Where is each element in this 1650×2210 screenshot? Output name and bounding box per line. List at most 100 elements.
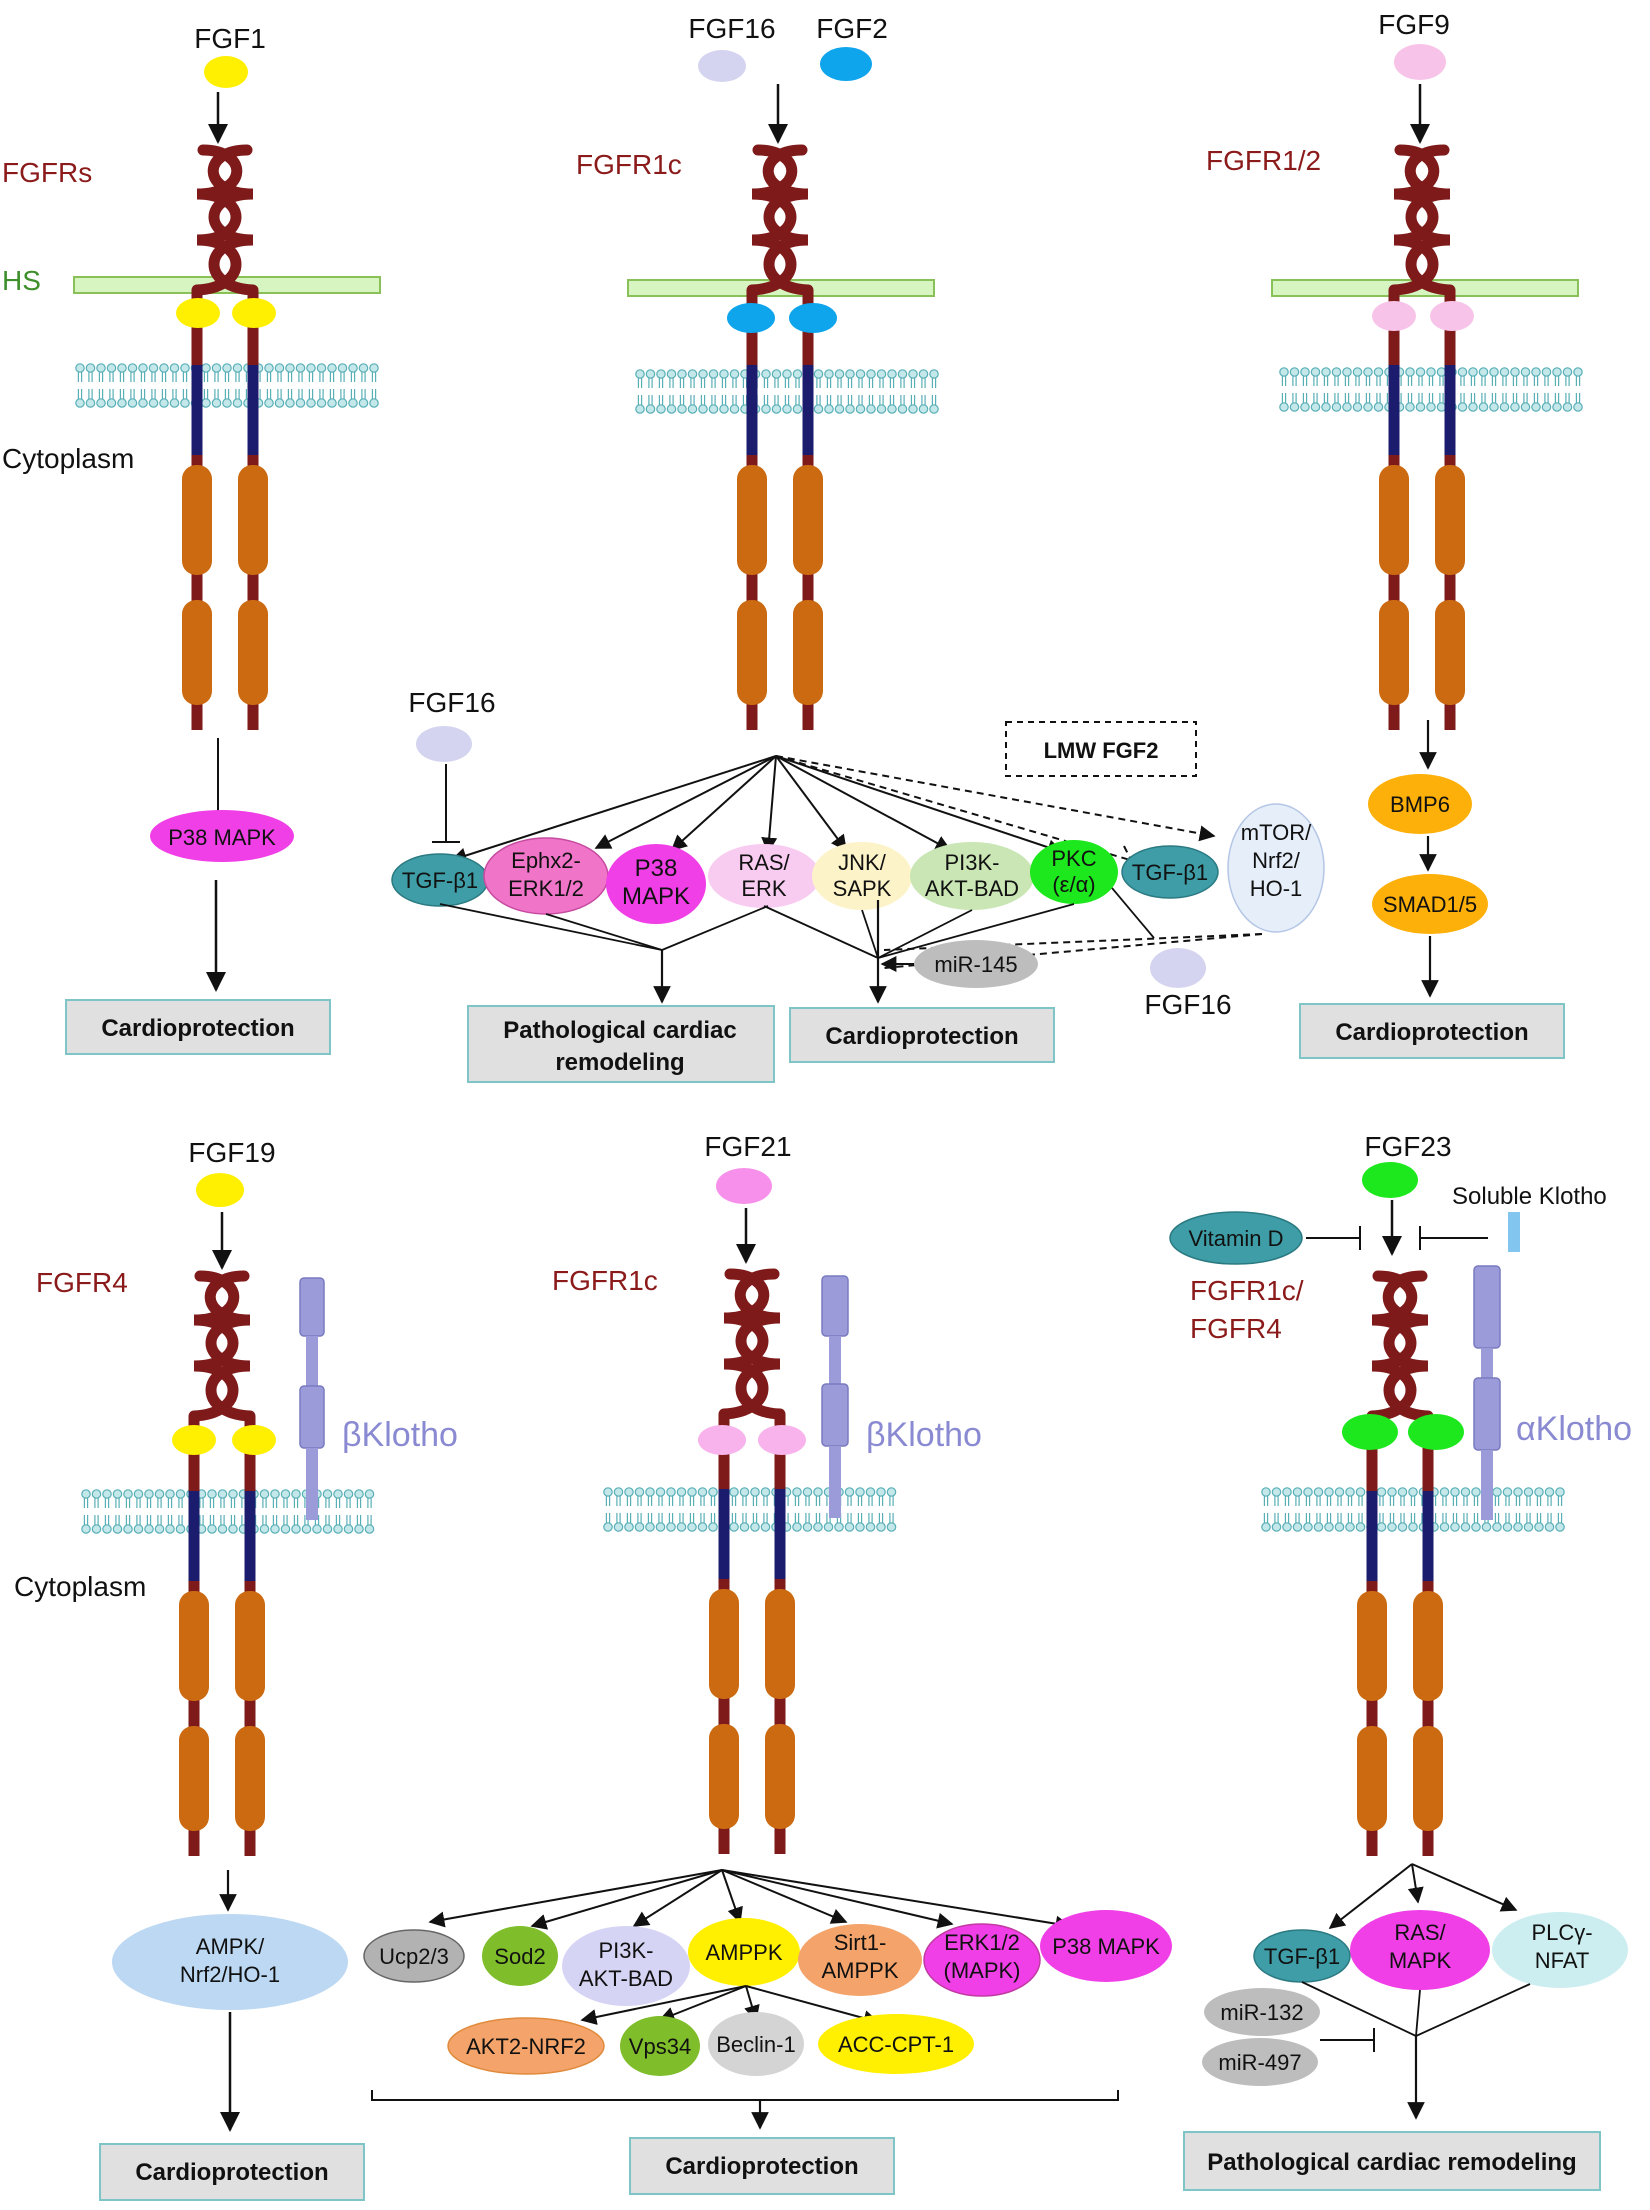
lipid-molecule	[792, 1487, 802, 1532]
node-ucp2-3	[363, 1929, 465, 1983]
ligand-fgf23-label: FGF23	[1364, 1131, 1451, 1162]
node-ampk-line2: Nrf2/HO-1	[180, 1962, 280, 1987]
fgfr-dimer	[182, 144, 268, 730]
signal-fan	[450, 755, 1064, 864]
receptor-ig-domains	[734, 1268, 786, 1420]
fgfr-dimer	[179, 1270, 265, 1856]
lipid-molecule	[133, 1489, 144, 1534]
bound-ligand-right	[789, 303, 837, 333]
lipid-molecule	[1499, 367, 1510, 412]
lipid-molecule	[154, 1489, 165, 1534]
side-ligand-fgf16	[416, 726, 472, 762]
lipid-molecule	[834, 369, 845, 414]
panel-fgf23: FGF23 Soluble Klotho Vitamin D FGFR1c/ F…	[1169, 1131, 1632, 2191]
lipid-molecule	[364, 1489, 375, 1534]
node-pi3k-akt-bad	[910, 842, 1034, 910]
lipid-molecule	[1387, 1487, 1397, 1532]
lipid-molecule	[274, 363, 285, 408]
lipid-molecule	[1562, 367, 1573, 412]
lipid-molecule	[865, 1487, 876, 1532]
node-ras-line2: ERK	[741, 876, 787, 901]
kinase-domain-2	[182, 600, 212, 705]
ligand-fgf2-label: FGF2	[816, 13, 888, 44]
node-bmp6	[1368, 774, 1472, 834]
lipid-molecule	[1279, 367, 1289, 412]
node-p38-line2: MAPK	[622, 883, 690, 910]
lipid-molecule	[1552, 367, 1562, 412]
outcome-label: Cardioprotection	[665, 2153, 858, 2180]
kinase-domain-1	[1357, 1591, 1387, 1701]
node-tgf-b1-label: TGF-β1	[1264, 1944, 1340, 1969]
lipid-molecule	[1300, 367, 1310, 412]
node-smad1-5	[1372, 874, 1488, 934]
receptor-label: FGFR1c	[576, 149, 682, 180]
node-akt2-nrf2	[447, 2017, 605, 2075]
grouping-bracket	[371, 2090, 1119, 2101]
outcome-label: Cardioprotection	[101, 1015, 294, 1042]
node-pkc-line1: PKC	[1051, 846, 1096, 871]
lipid-molecule	[802, 1487, 813, 1532]
node-pkc-line2: (ε/α)	[1052, 872, 1095, 897]
node-mir-132-label: miR-132	[1220, 2000, 1303, 2025]
lipid-molecule	[175, 1489, 186, 1534]
lipid-molecule	[1439, 1487, 1450, 1532]
lipid-molecule	[295, 363, 306, 408]
signal-fan	[428, 1869, 1072, 1932]
panel-fgf9: FGF9 FGFR1/2 BMP6 SMAD1/5 Cardioprotecti…	[1206, 9, 1583, 1059]
node-vitamin-d-label: Vitamin D	[1189, 1226, 1284, 1251]
ligand-fgf2	[820, 47, 872, 81]
side-ligand-fgf16-bottom-label: FGF16	[1144, 989, 1231, 1020]
node-pi3k-akt-bad	[562, 1926, 690, 2006]
ligand-fgf1	[204, 56, 248, 88]
lipid-molecule	[1534, 1487, 1544, 1532]
receptor-ig-domains	[1404, 144, 1456, 296]
lipid-molecule	[1331, 367, 1342, 412]
node-bmp6-label: BMP6	[1390, 792, 1450, 817]
kinase-domain-2	[235, 1726, 265, 1831]
lipid-molecule	[771, 369, 782, 414]
lipid-molecule	[1397, 1487, 1408, 1532]
node-ras-line1: RAS/	[738, 850, 790, 875]
node-acc-cpt-1-label: ACC-CPT-1	[838, 2032, 954, 2057]
node-erk-line1: ERK1/2	[944, 1930, 1020, 1955]
bound-ligand-right	[232, 1425, 276, 1455]
alpha-klotho	[1473, 1265, 1501, 1520]
lipid-molecule	[201, 363, 211, 408]
node-jnk-sapk	[812, 842, 912, 910]
kinase-domain-1	[765, 1589, 795, 1699]
lipid-molecule	[1502, 1487, 1513, 1532]
node-mir-145-label: miR-145	[934, 952, 1017, 977]
panel-fgf16-fgf2: FGF16 FGF2 FGFR1c FGF16 LMW FGF2	[391, 13, 1325, 1083]
lipid-molecule	[666, 369, 677, 414]
lipid-molecule	[280, 1489, 291, 1534]
node-vitamin-d	[1169, 1211, 1303, 1265]
lipid-molecule	[1289, 367, 1300, 412]
lipid-molecule	[729, 369, 740, 414]
lipid-molecule	[127, 363, 138, 408]
receptor-ig-domains	[191, 144, 243, 296]
kinase-domain-1	[793, 465, 823, 575]
lipid-molecule	[1321, 367, 1331, 412]
kinase-domain-2	[179, 1726, 209, 1831]
lipid-molecule	[270, 1489, 280, 1534]
lipid-molecule	[1450, 1487, 1460, 1532]
kinase-domain-2	[765, 1724, 795, 1829]
lipid-molecule	[159, 363, 169, 408]
lipid-molecule	[1282, 1487, 1292, 1532]
side-ligand-fgf16-label: FGF16	[408, 687, 495, 718]
lipid-molecule	[144, 1489, 154, 1534]
lipid-molecule	[1541, 367, 1552, 412]
lipid-molecule	[1342, 367, 1352, 412]
converging-lines	[1301, 1981, 1531, 2037]
lipid-molecule	[739, 1487, 750, 1532]
lipid-molecule	[845, 369, 855, 414]
membrane-bilayer	[635, 369, 939, 414]
lipid-molecule	[708, 369, 719, 414]
outcome-label: Cardioprotection	[1335, 1019, 1528, 1046]
lipid-molecule	[698, 369, 708, 414]
lipid-molecule	[165, 1489, 175, 1534]
kinase-domain-2	[238, 600, 268, 705]
ligand-fgf9	[1394, 44, 1446, 80]
lipid-molecule	[613, 1487, 624, 1532]
